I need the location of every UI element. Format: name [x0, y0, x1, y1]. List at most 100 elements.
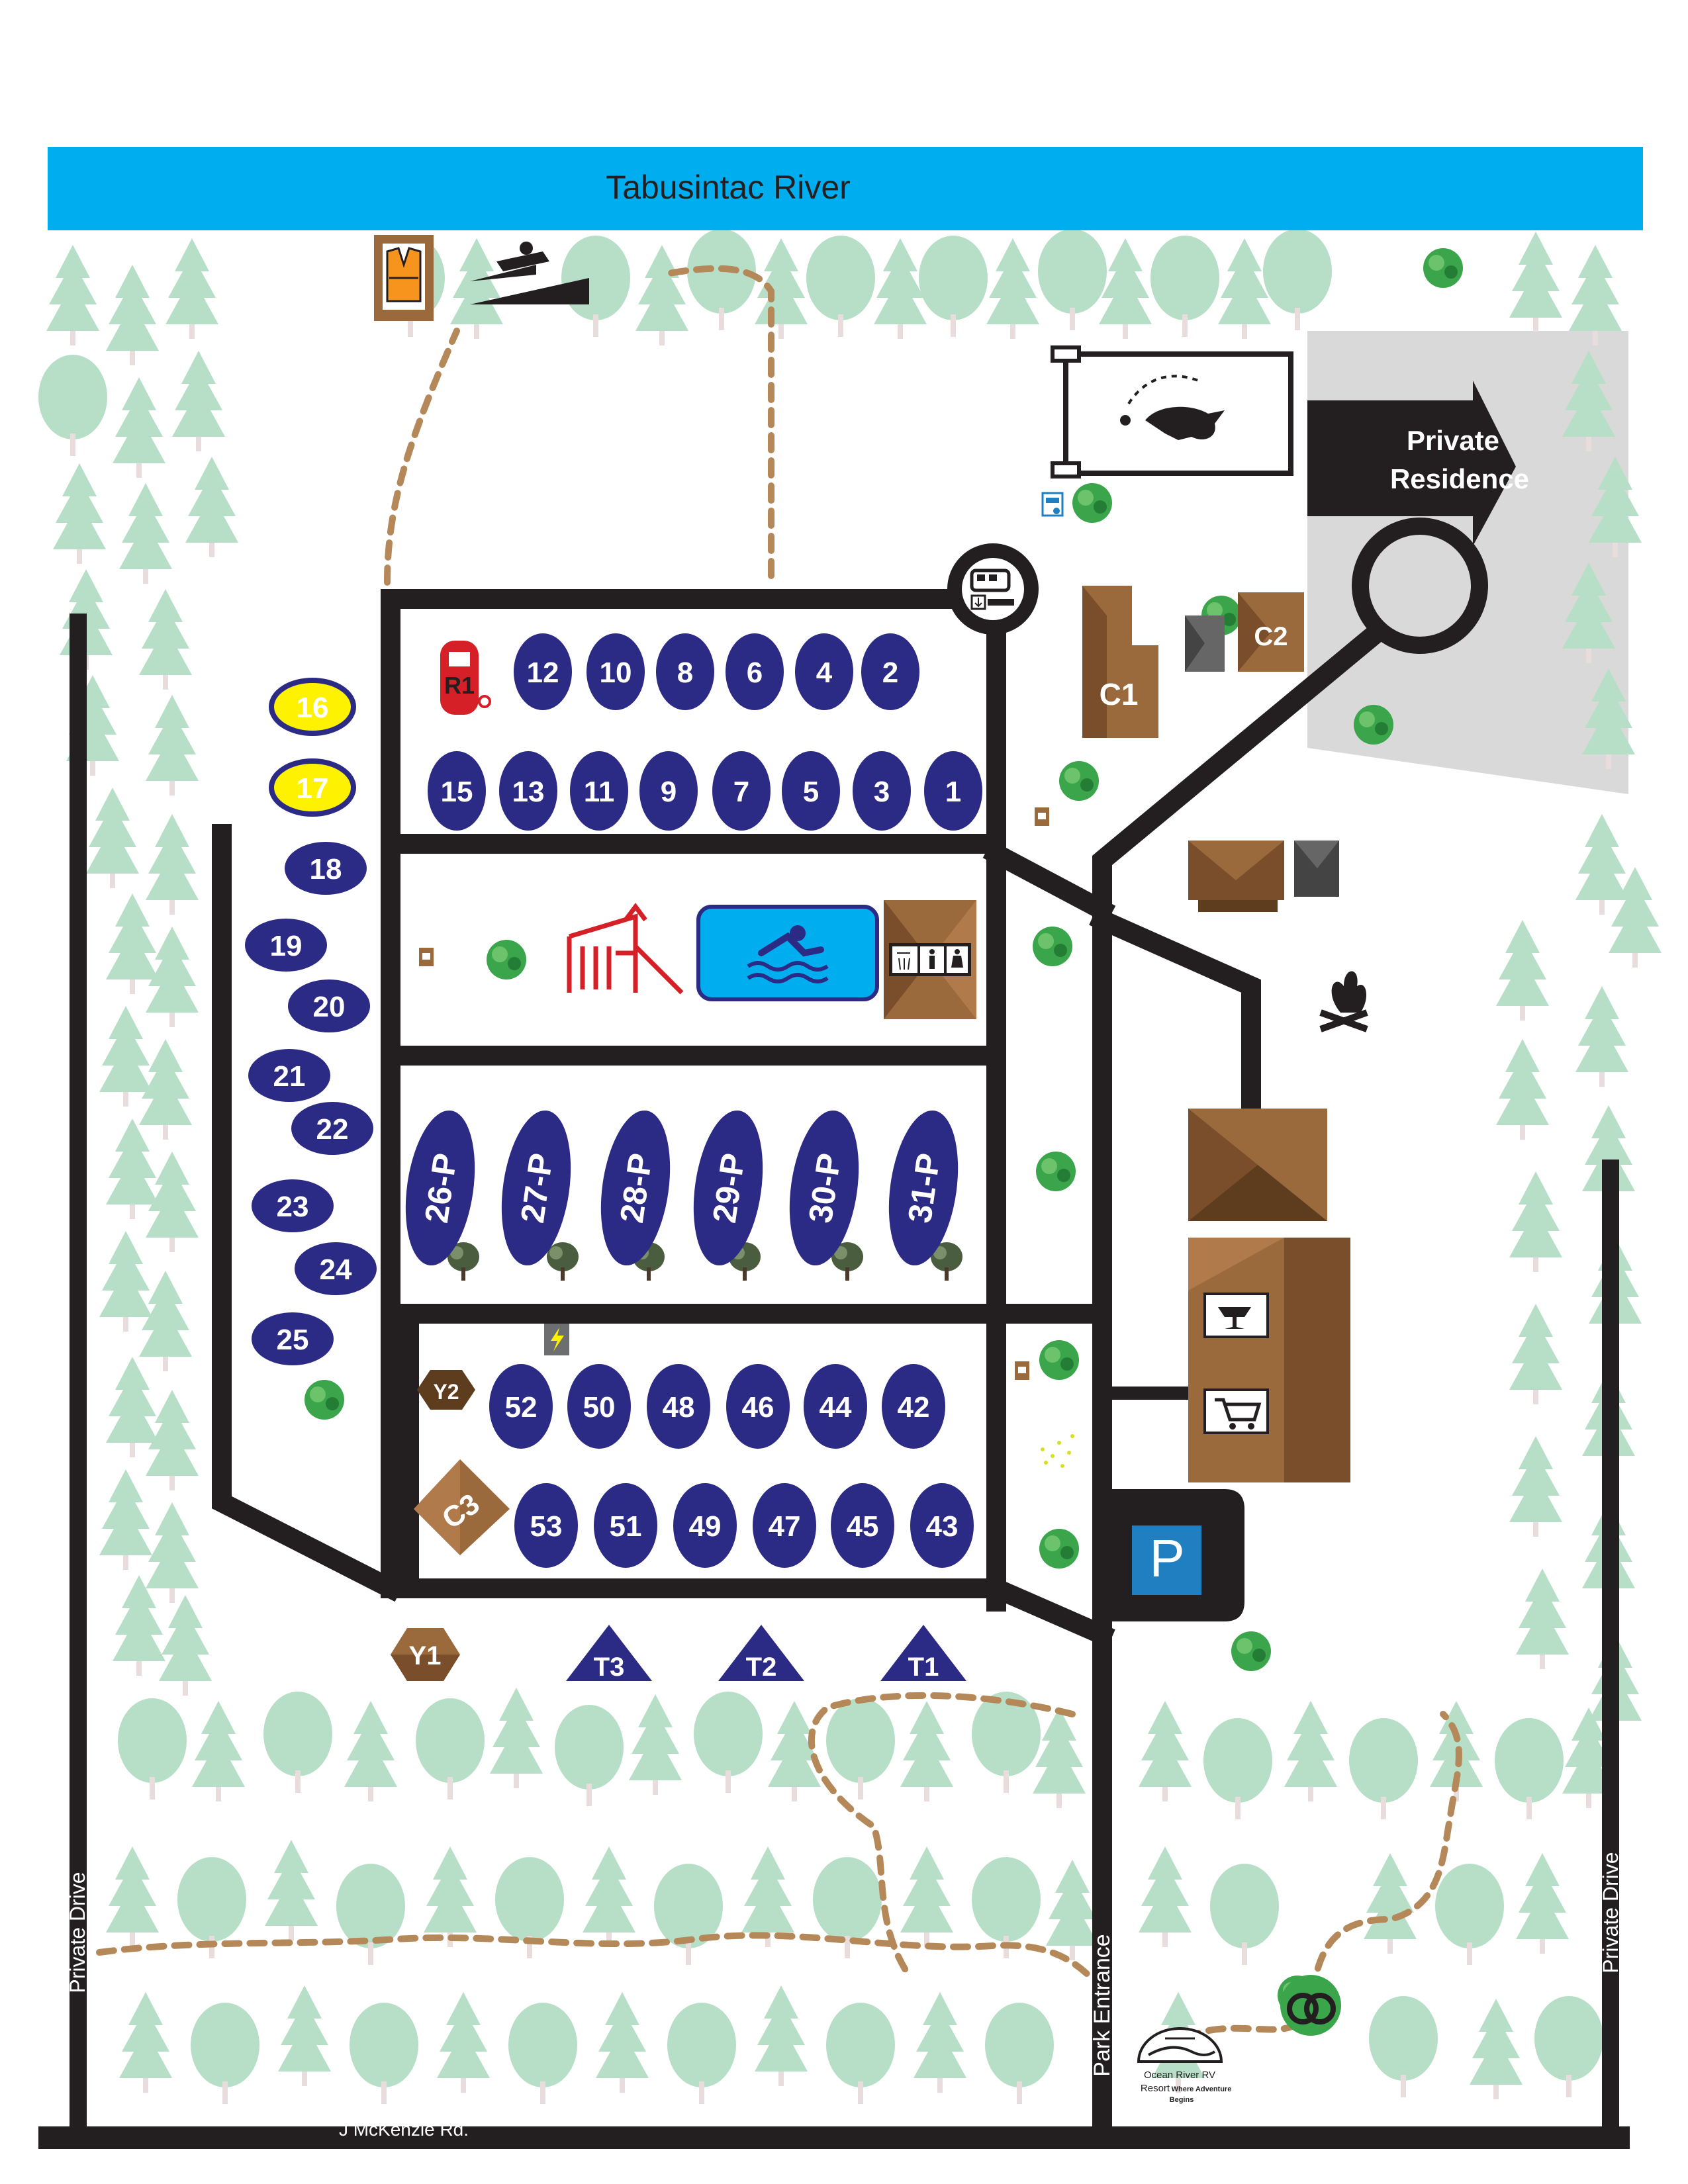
trails: [96, 265, 1462, 2042]
campsite-5[interactable]: 5: [782, 751, 840, 831]
campsite-42[interactable]: 42: [882, 1364, 945, 1449]
forest-left: [38, 238, 238, 1696]
campsite-label: 22: [316, 1113, 349, 1146]
campsite-label: 15: [441, 776, 473, 808]
campsite-15[interactable]: 15: [428, 751, 486, 831]
parking-lot[interactable]: P: [1105, 1489, 1244, 1621]
campsite-label: 44: [820, 1391, 852, 1424]
campsite-1[interactable]: 1: [924, 751, 982, 831]
campsite-4[interactable]: 4: [795, 633, 853, 710]
campsite-24[interactable]: 24: [295, 1242, 377, 1295]
road-west-loop: [212, 824, 404, 1602]
logo-tagline-a: Where Adventure: [1172, 2085, 1232, 2093]
campsite-marker: [428, 751, 486, 831]
logo-resort: Resort: [1141, 2083, 1170, 2094]
boat-launch-icon: [470, 242, 589, 304]
forest-bottom-left: [106, 1688, 1099, 2104]
campsite-marker: [888, 1110, 959, 1266]
campsite-label: 10: [600, 657, 632, 689]
campsite-47[interactable]: 47: [753, 1483, 816, 1568]
campsite-52[interactable]: 52: [489, 1364, 553, 1449]
tent-site-t2[interactable]: T2: [718, 1625, 804, 1682]
campsite-marker: [288, 979, 370, 1032]
tent-site-t1[interactable]: T1: [880, 1625, 966, 1682]
campsite-48[interactable]: 48: [647, 1364, 710, 1449]
tent-site-t3[interactable]: T3: [566, 1625, 652, 1682]
rental-r1[interactable]: R1: [440, 641, 491, 715]
road-label-private-drive-right: Private Drive: [1599, 1852, 1622, 1973]
campsite-21[interactable]: 21: [248, 1049, 330, 1102]
campsite-7[interactable]: 7: [712, 751, 771, 831]
campsite-marker: [782, 751, 840, 831]
campsite-label: 50: [583, 1391, 616, 1424]
campsite-marker: [514, 633, 572, 710]
campsite-50[interactable]: 50: [567, 1364, 631, 1449]
outbuildings: [1188, 841, 1339, 912]
campsite-44[interactable]: 44: [804, 1364, 867, 1449]
campsite-2[interactable]: 2: [861, 633, 919, 710]
yurt-y2[interactable]: Y2: [417, 1370, 475, 1410]
campsite-marker: [831, 1483, 894, 1568]
campsite-31-p[interactable]: 31-P: [880, 1106, 967, 1270]
campsite-label: 12: [527, 657, 559, 689]
campsite-19[interactable]: 19: [245, 919, 327, 972]
campsite-12[interactable]: 12: [514, 633, 572, 710]
campsite-10[interactable]: 10: [586, 633, 645, 710]
campsite-marker: [248, 1049, 330, 1102]
campsite-23[interactable]: 23: [252, 1179, 334, 1232]
campsite-label: 5: [803, 776, 819, 808]
campsite-9[interactable]: 9: [639, 751, 698, 831]
sites-left-column: 16 17 18 19 20 21 22 23 24 25: [245, 678, 377, 1365]
campsite-45[interactable]: 45: [831, 1483, 894, 1568]
campsite-8[interactable]: 8: [656, 633, 714, 710]
campsite-13[interactable]: 13: [499, 751, 557, 831]
campsite-label: 16: [297, 692, 329, 724]
campsite-26-p[interactable]: 26-P: [397, 1106, 484, 1270]
campsite-17[interactable]: 17: [269, 758, 356, 817]
campsite-11[interactable]: 11: [570, 751, 628, 831]
yurt-y1[interactable]: Y1: [391, 1628, 460, 1681]
campsite-marker: [804, 1364, 867, 1449]
campsite-30-p[interactable]: 30-P: [780, 1106, 868, 1270]
hall-building: [1188, 1109, 1327, 1221]
campsite-label: 13: [512, 776, 545, 808]
trail-south-east: [1182, 1711, 1462, 2042]
yurt-y1-label: Y1: [409, 1641, 442, 1670]
playground-icon: [567, 903, 684, 995]
campsite-29-p[interactable]: 29-P: [684, 1106, 772, 1270]
river: [48, 147, 1643, 230]
campsite-43[interactable]: 43: [910, 1483, 974, 1568]
campsite-6[interactable]: 6: [726, 633, 784, 710]
campsite-28-p[interactable]: 28-P: [592, 1106, 679, 1270]
campsite-49[interactable]: 49: [673, 1483, 737, 1568]
tent-icon: [566, 1625, 652, 1681]
cabin-c3[interactable]: C3: [414, 1459, 510, 1555]
electrical-icon: [544, 1324, 569, 1355]
flower-dots: [1041, 1434, 1074, 1468]
tent-label: T1: [908, 1653, 939, 1682]
campsite-label: 21: [273, 1060, 306, 1093]
campsite-22[interactable]: 22: [291, 1102, 373, 1155]
campsite-27-p[interactable]: 27-P: [492, 1106, 580, 1270]
campsite-25[interactable]: 25: [252, 1312, 334, 1365]
campsite-20[interactable]: 20: [288, 979, 370, 1032]
campsite-51[interactable]: 51: [594, 1483, 657, 1568]
campsite-label: 6: [747, 657, 763, 689]
campsite-marker: [252, 1312, 334, 1365]
campsite-marker: [795, 633, 853, 710]
campsite-16[interactable]: 16: [269, 678, 356, 736]
river-label: Tabusintac River: [606, 169, 851, 206]
campsite-18[interactable]: 18: [285, 842, 367, 895]
dog-park-icon: [1051, 345, 1293, 478]
campsite-label: 49: [689, 1510, 722, 1543]
campsite-3[interactable]: 3: [853, 751, 911, 831]
campsite-marker: [853, 751, 911, 831]
campsite-53[interactable]: 53: [514, 1483, 578, 1568]
campsite-marker: [726, 1364, 790, 1449]
campsite-46[interactable]: 46: [726, 1364, 790, 1449]
campsite-marker: [570, 751, 628, 831]
